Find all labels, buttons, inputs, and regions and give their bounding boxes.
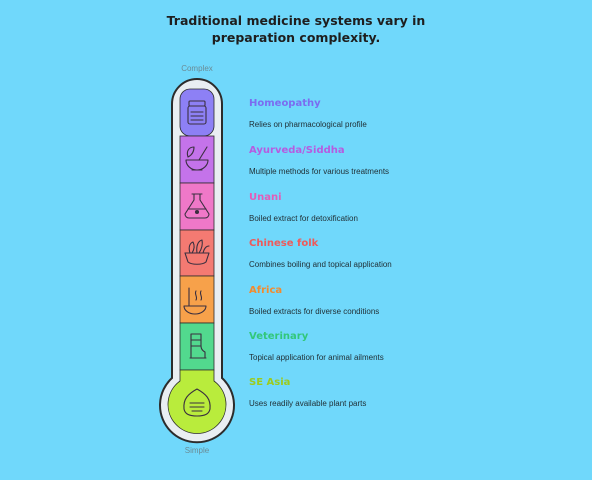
item-africa: Africa Boiled extracts for diverse condi… xyxy=(249,285,569,317)
scale-top-label: Complex xyxy=(181,64,213,73)
jar-icon xyxy=(187,100,207,125)
item-title: Chinese folk xyxy=(249,238,319,249)
diagram-title: Traditional medicine systems vary in pre… xyxy=(0,12,592,46)
title-line-1: Traditional medicine systems vary in xyxy=(166,13,426,28)
item-unani: Unani Boiled extract for detoxification xyxy=(249,192,569,224)
item-desc: Relies on pharmacological profile xyxy=(249,120,367,129)
item-desc: Boiled extracts for diverse conditions xyxy=(249,307,380,316)
segment-unani xyxy=(179,182,215,231)
herb-bowl-icon xyxy=(184,239,210,265)
item-desc: Topical application for animal ailments xyxy=(249,353,384,362)
item-chinese-folk: Chinese folk Combines boiling and topica… xyxy=(249,238,569,270)
title-line-2: preparation complexity. xyxy=(211,30,381,45)
ladle-icon xyxy=(183,287,207,315)
item-title: Ayurveda/Siddha xyxy=(249,145,345,156)
item-desc: Boiled extract for detoxification xyxy=(249,214,358,223)
item-title: Veterinary xyxy=(249,331,309,342)
scale-bottom-label: Simple xyxy=(184,446,210,455)
mortar-pestle-icon xyxy=(185,146,209,171)
item-title: Unani xyxy=(249,192,282,203)
item-desc: Multiple methods for various treatments xyxy=(249,167,390,176)
animal-leg-icon xyxy=(189,333,207,359)
item-se-asia: SE Asia Uses readily available plant par… xyxy=(249,377,569,409)
leaf-icon xyxy=(183,388,211,417)
item-homeopathy: Homeopathy Relies on pharmacological pro… xyxy=(249,98,569,130)
segment-africa xyxy=(179,275,215,324)
segment-se-asia xyxy=(167,369,227,434)
item-ayurveda-siddha: Ayurveda/Siddha Multiple methods for var… xyxy=(249,145,569,177)
item-title: Homeopathy xyxy=(249,98,321,109)
flask-icon xyxy=(184,193,210,219)
item-desc: Combines boiling and topical application xyxy=(249,260,392,269)
item-veterinary: Veterinary Topical application for anima… xyxy=(249,331,569,363)
item-desc: Uses readily available plant parts xyxy=(249,399,367,408)
item-title: SE Asia xyxy=(249,377,291,388)
item-title: Africa xyxy=(249,285,283,296)
